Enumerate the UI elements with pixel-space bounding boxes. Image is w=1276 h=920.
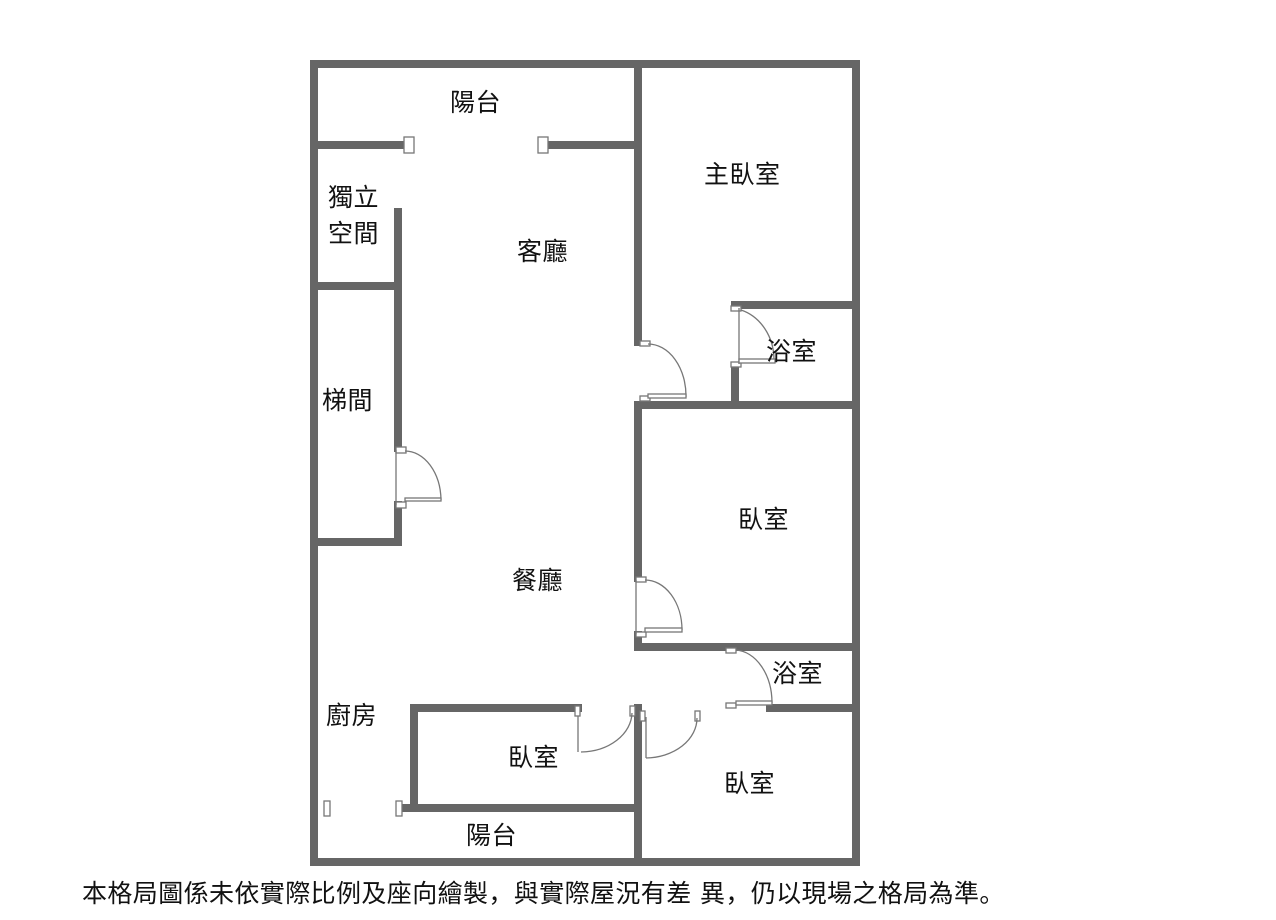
room-label-balcony-top: 陽台: [450, 88, 502, 117]
room-label-stairwell: 梯間: [322, 386, 374, 415]
room-label-bedroom-1: 臥室: [738, 505, 790, 534]
room-label-bedroom-2: 臥室: [508, 743, 560, 772]
room-label-bathroom-1: 浴室: [766, 337, 818, 366]
room-label-master-bedroom: 主臥室: [704, 160, 781, 189]
disclaimer-text: 本格局圖係未依實際比例及座向繪製，與實際屋況有差 異，仍以現場之格局為準。: [82, 879, 1005, 908]
room-label-bathroom-2: 浴室: [772, 659, 824, 688]
walls: [310, 60, 860, 866]
room-label-living-room: 客廳: [517, 237, 569, 266]
room-label-dining-room: 餐廳: [512, 566, 564, 595]
room-label-study-line2: 空間: [328, 219, 380, 248]
room-label-study-line1: 獨立: [328, 183, 380, 212]
room-label-kitchen: 廚房: [326, 701, 378, 730]
room-label-study: 獨立 空間: [328, 180, 379, 252]
room-label-bedroom-3: 臥室: [724, 769, 776, 798]
door-swings: [323, 136, 776, 817]
room-label-balcony-bottom: 陽台: [466, 821, 518, 850]
